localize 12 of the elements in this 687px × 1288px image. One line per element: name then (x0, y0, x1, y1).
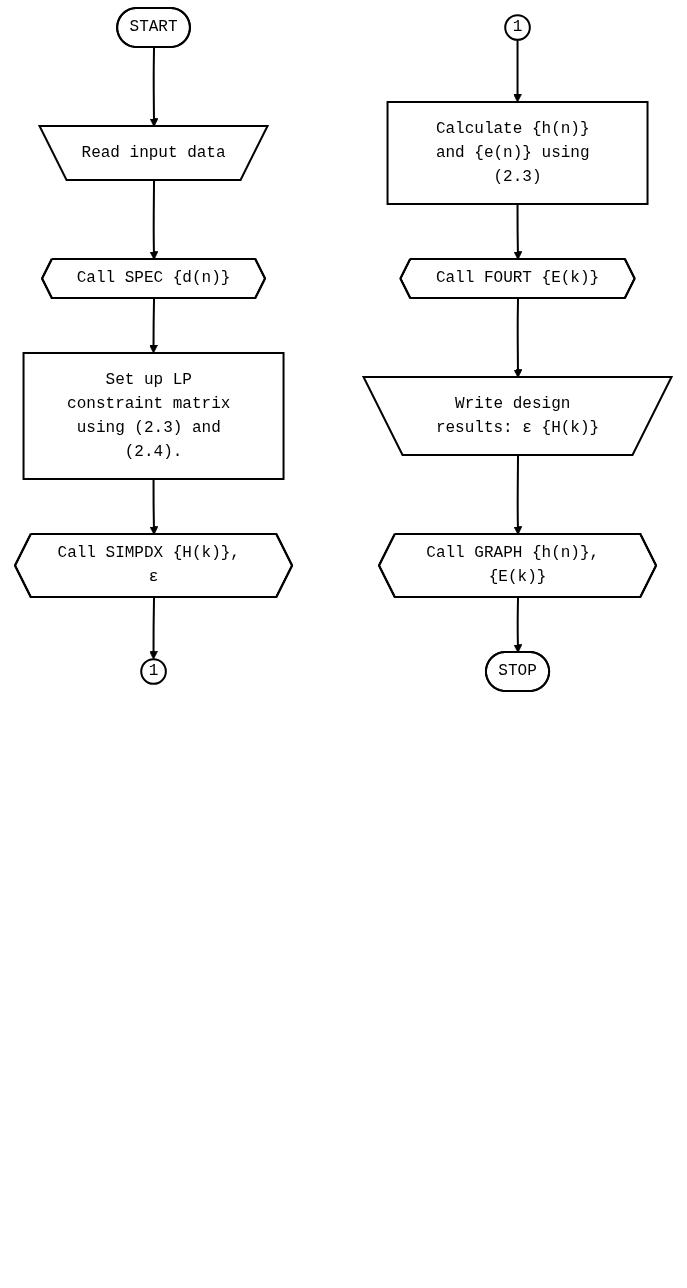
arrow (513, 203, 523, 260)
arrow (149, 46, 159, 127)
node-box: Calculate {h(n)} and {e(n)} using (2.3) (386, 101, 649, 205)
node-box: Set up LP constraint matrix using (2.3) and (2.4). (22, 352, 285, 480)
arrow (513, 38, 523, 103)
node-circle: 1 (504, 14, 532, 41)
arrow (513, 596, 523, 653)
arrow (513, 454, 523, 535)
arrow (149, 478, 159, 535)
arrow (149, 596, 159, 660)
node-circle: 1 (140, 658, 168, 685)
arrow (149, 297, 159, 354)
